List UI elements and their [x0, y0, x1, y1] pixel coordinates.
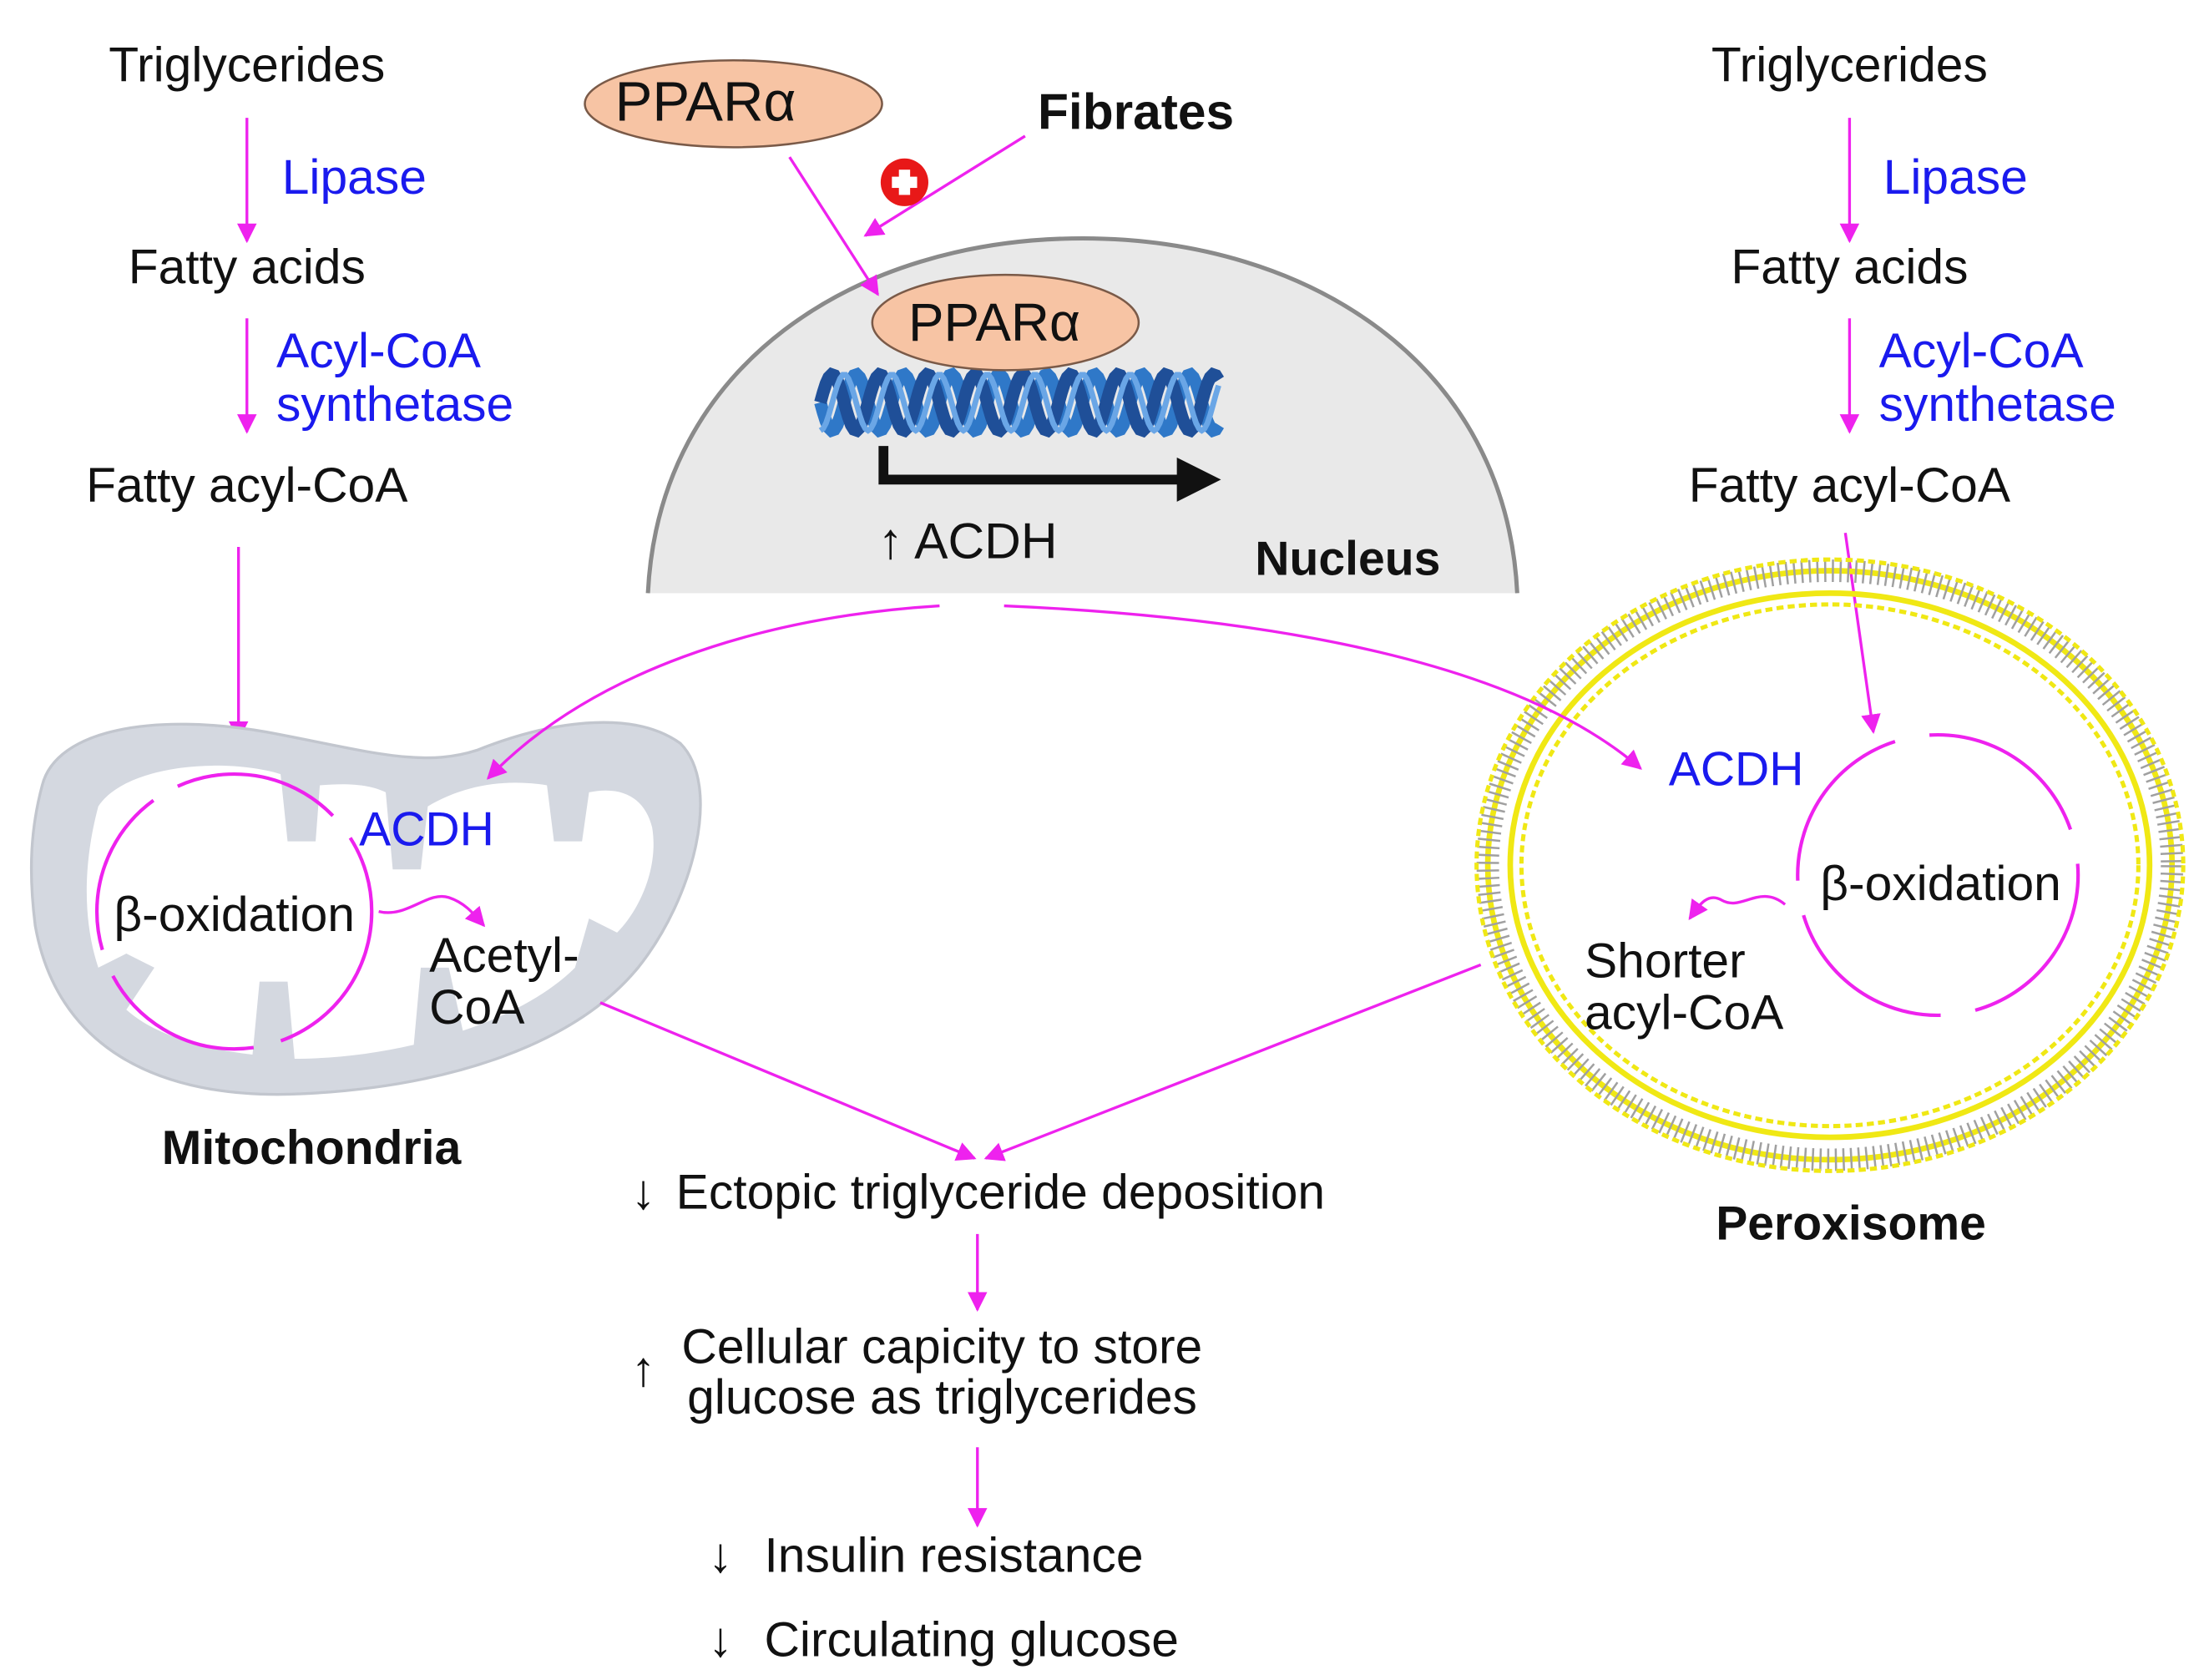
mito-acdh: ACDH — [359, 803, 494, 857]
right-pathway: Triglycerides Lipase Fatty acids Acyl-Co… — [1689, 38, 2116, 735]
mito-acetyl-line1: Acetyl- — [429, 929, 579, 983]
transcription-arrow-icon — [878, 446, 1221, 502]
outcome-glucose: ↓ Circulating glucose — [708, 1612, 1179, 1667]
ppar-alpha-cytoplasm-label: PPARα — [615, 70, 796, 133]
outcome-glucose-arrow: ↓ — [708, 1612, 732, 1667]
outcome-insulin-arrow: ↓ — [708, 1529, 732, 1583]
left-triglycerides: Triglycerides — [109, 38, 385, 92]
mito-acetyl-line2: CoA — [429, 980, 525, 1035]
left-acyl-coa-line2: synthetase — [276, 377, 513, 432]
acdh-gene-label: ACDH — [914, 512, 1057, 569]
outcome-insulin-text: Insulin resistance — [764, 1529, 1143, 1583]
perox-shorter-line2: acyl-CoA — [1585, 986, 1784, 1040]
right-arrow-3 — [1843, 532, 1881, 735]
right-acyl-coa-line1: Acyl-CoA — [1879, 324, 2085, 378]
perox-to-outcome-arrow — [983, 963, 1482, 1161]
mito-to-outcome-arrow — [599, 1001, 977, 1161]
outcome-storage: ↑ Cellular capicity to store glucose as … — [631, 1319, 1202, 1424]
right-fatty-acids: Fatty acids — [1731, 240, 1968, 294]
outcome-glucose-text: Circulating glucose — [764, 1612, 1179, 1667]
outcome-ectopic: ↓ Ectopic triglyceride deposition — [631, 1166, 1325, 1220]
mito-beta-oxidation: β-oxidation — [114, 888, 355, 942]
perox-shorter-acyl-arrow — [1688, 894, 1787, 920]
nucleus-to-mito-arrow — [487, 604, 940, 780]
perox-beta-oxidation: β-oxidation — [1820, 857, 2061, 911]
mito-beta-oxidation-cycle — [94, 772, 374, 1051]
fibrates-arrow — [863, 134, 1026, 237]
dna-helix-icon — [814, 367, 1225, 438]
nucleus-to-perox-arrow — [1004, 604, 1642, 770]
left-fatty-acyl-coa: Fatty acyl-CoA — [86, 458, 408, 513]
ppar-alpha-bound: PPARα — [871, 273, 1140, 372]
right-fatty-acyl-coa: Fatty acyl-CoA — [1689, 458, 2011, 513]
left-acyl-coa-line1: Acyl-CoA — [276, 324, 482, 378]
perox-beta-oxidation-cycle — [1796, 732, 2080, 1018]
right-lipase: Lipase — [1883, 150, 2028, 205]
outcome-ectopic-text: Ectopic triglyceride deposition — [676, 1166, 1325, 1220]
nucleus-label: Nucleus — [1255, 533, 1440, 586]
peroxisome: ACDH β-oxidation Shorter acyl-CoA — [1474, 557, 2186, 1173]
right-triglycerides: Triglycerides — [1711, 38, 1988, 92]
peroxisome-label: Peroxisome — [1716, 1197, 1986, 1251]
left-lipase: Lipase — [282, 150, 427, 205]
outcome-storage-line2: glucose as triglycerides — [687, 1370, 1197, 1424]
mitochondria: ACDH β-oxidation Acetyl- CoA — [29, 721, 702, 1096]
ppar-translocation-arrow — [788, 156, 879, 296]
right-acyl-coa-line2: synthetase — [1879, 377, 2116, 432]
outcome-storage-arrow: ↑ — [631, 1342, 655, 1396]
acdh-gene-up-arrow: ↑ — [878, 512, 903, 569]
perox-shorter-line1: Shorter — [1585, 934, 1746, 989]
ppar-alpha-bound-label: PPARα — [908, 292, 1080, 352]
fibrates-label: Fibrates — [1038, 83, 1234, 140]
perox-acdh: ACDH — [1669, 743, 1804, 797]
left-fatty-acids: Fatty acids — [129, 240, 366, 294]
outcome-insulin: ↓ Insulin resistance — [708, 1529, 1143, 1583]
ppar-alpha-cytoplasm: PPARα — [584, 58, 883, 149]
mitochondria-label: Mitochondria — [162, 1121, 463, 1175]
left-pathway: Triglycerides Lipase Fatty acids Acyl-Co… — [86, 38, 513, 741]
outcome-storage-line1: Cellular capicity to store — [681, 1319, 1202, 1374]
plus-icon — [880, 158, 928, 206]
mito-acetyl-coa-arrow — [378, 894, 486, 928]
outcome-ectopic-arrow: ↓ — [631, 1166, 655, 1220]
